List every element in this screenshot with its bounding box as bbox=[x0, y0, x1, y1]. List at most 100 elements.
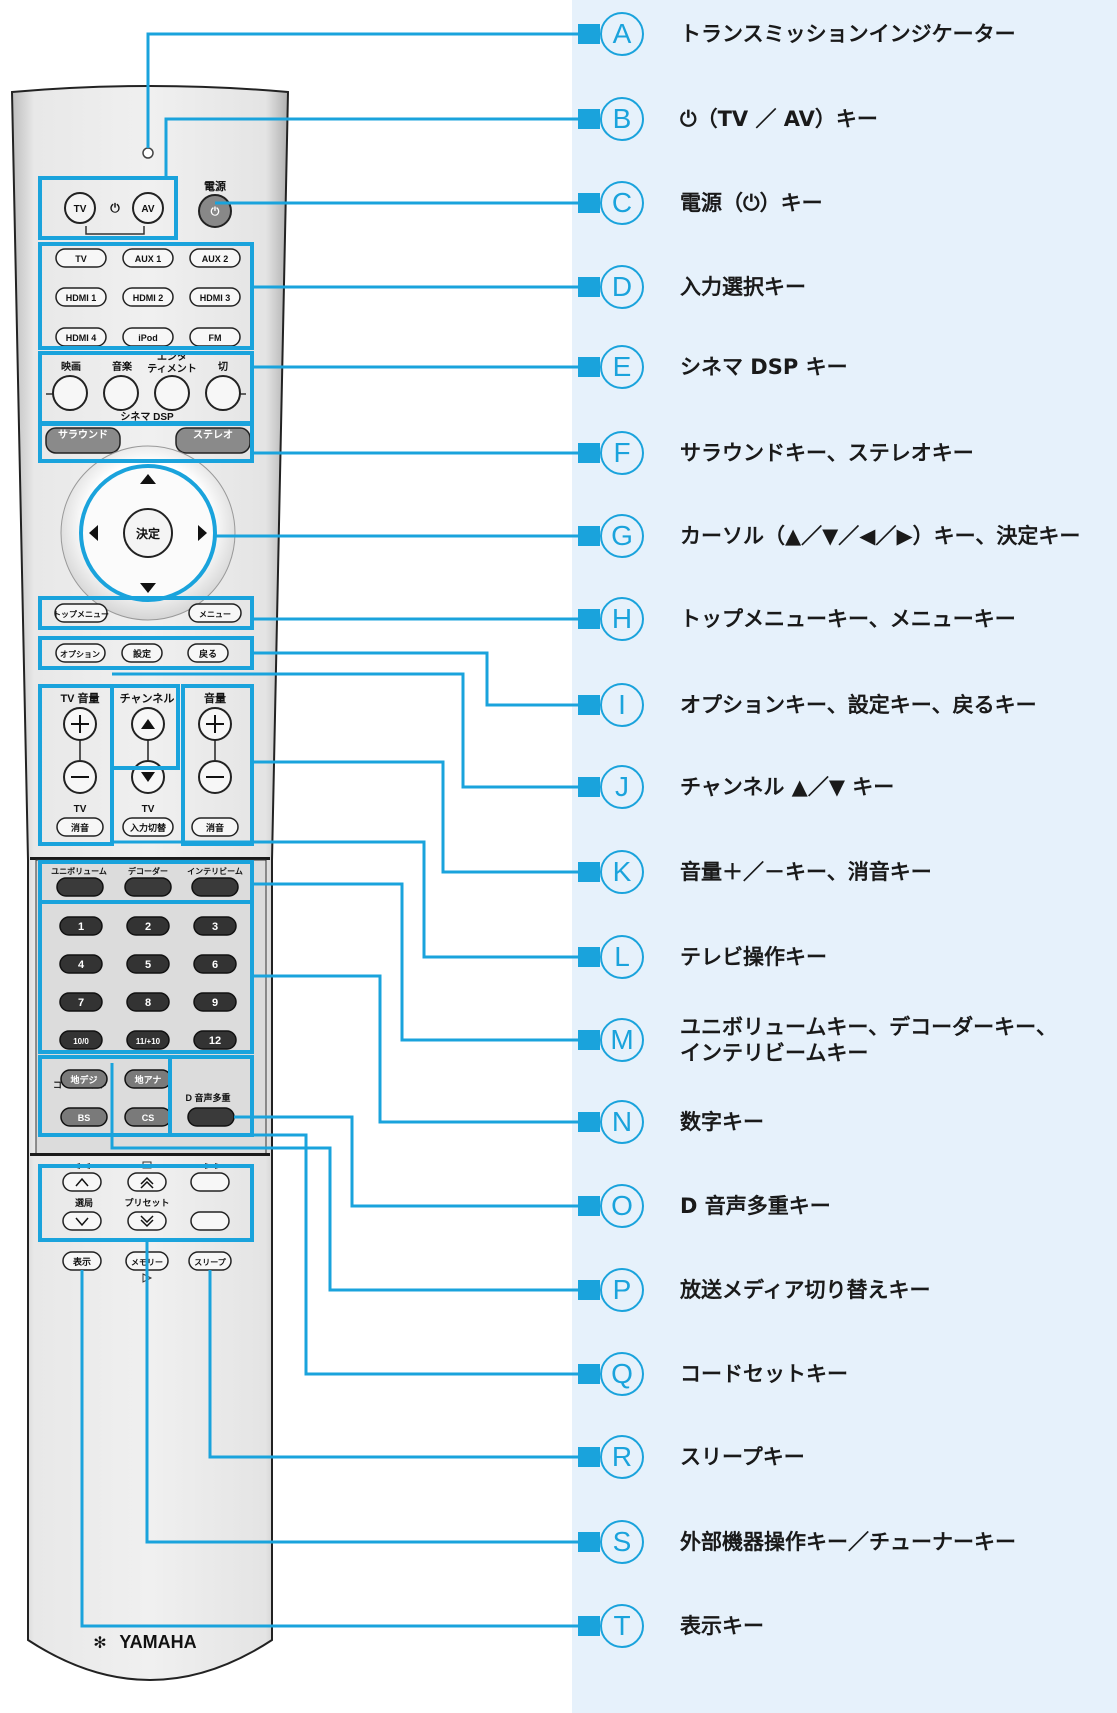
station-down-key[interactable] bbox=[62, 1211, 102, 1231]
number-key[interactable]: 3 bbox=[193, 916, 237, 936]
svg-text:AUX 1: AUX 1 bbox=[135, 254, 162, 264]
tv-volume-up-key[interactable] bbox=[63, 707, 97, 741]
power-key[interactable]: ⏻ bbox=[198, 194, 232, 228]
input-key[interactable]: AUX 2 bbox=[189, 248, 241, 268]
legend-text: サラウンドキー、ステレオキー bbox=[680, 441, 974, 465]
legend-letter: F bbox=[600, 431, 644, 475]
channel-label: チャンネル bbox=[120, 692, 175, 705]
number-key[interactable]: 6 bbox=[193, 954, 237, 974]
cs-key[interactable]: CS bbox=[124, 1107, 172, 1127]
svg-text:8: 8 bbox=[145, 997, 151, 1009]
station-up-key[interactable] bbox=[62, 1172, 102, 1192]
legend-text: D 音声多重キー bbox=[680, 1194, 831, 1218]
setup-key[interactable]: 設定 bbox=[121, 643, 163, 663]
channel-down-key[interactable] bbox=[131, 760, 165, 794]
intellibeam-key[interactable] bbox=[191, 877, 239, 897]
svg-text:BS: BS bbox=[78, 1113, 91, 1123]
volume-label: 音量 bbox=[204, 691, 226, 705]
legend-letter: G bbox=[600, 514, 644, 558]
univolume-key[interactable] bbox=[56, 877, 104, 897]
input-key[interactable]: HDMI 1 bbox=[55, 287, 107, 307]
option-key[interactable]: オプション bbox=[55, 643, 106, 663]
legend-letter: O bbox=[600, 1184, 644, 1228]
svg-text:1: 1 bbox=[78, 921, 84, 933]
input-key[interactable]: AUX 1 bbox=[122, 248, 174, 268]
legend-marker bbox=[578, 443, 600, 463]
preset-up-key[interactable] bbox=[127, 1172, 167, 1192]
enter-key[interactable]: 決定 bbox=[123, 508, 173, 558]
number-key[interactable]: 10/0 bbox=[59, 1030, 103, 1050]
legend-text: オプションキー、設定キー、戻るキー bbox=[680, 693, 1037, 717]
tv-power-key[interactable]: TV bbox=[64, 192, 96, 224]
number-key[interactable]: 7 bbox=[59, 992, 103, 1012]
svg-text:7: 7 bbox=[78, 997, 84, 1009]
cinema-off-key[interactable] bbox=[205, 375, 241, 411]
legend-letter: L bbox=[600, 935, 644, 979]
analog-terrestrial-key[interactable]: 地アナ bbox=[124, 1069, 172, 1089]
svg-text:メニュー: メニュー bbox=[199, 610, 231, 619]
number-key[interactable]: 5 bbox=[126, 954, 170, 974]
skip-key[interactable] bbox=[190, 1211, 230, 1231]
entertainment-key[interactable] bbox=[154, 375, 190, 411]
top-menu-key[interactable]: トップメニュー bbox=[53, 603, 109, 623]
yamaha-logo-icon: ✻ bbox=[93, 1635, 106, 1652]
svg-text:入力切替: 入力切替 bbox=[129, 822, 167, 833]
number-key[interactable]: 2 bbox=[126, 916, 170, 936]
legend-letter: M bbox=[600, 1018, 644, 1062]
preset-down-key[interactable] bbox=[127, 1211, 167, 1231]
movie-key[interactable] bbox=[52, 375, 88, 411]
input-key[interactable]: FM bbox=[189, 327, 241, 347]
input-key[interactable]: iPod bbox=[122, 327, 174, 347]
cursor-down-key[interactable] bbox=[140, 583, 156, 593]
tv-input-switch-key[interactable]: 入力切替 bbox=[122, 817, 174, 837]
svg-text:TV: TV bbox=[75, 254, 87, 264]
number-key[interactable]: 9 bbox=[193, 992, 237, 1012]
play-key[interactable] bbox=[190, 1172, 230, 1192]
input-keys-group: TV AUX 1 AUX 2 HDMI 1 HDMI 2 HDMI 3 HDMI 4 iPod… bbox=[55, 248, 241, 347]
volume-up-key[interactable] bbox=[198, 707, 232, 741]
stereo-key[interactable]: ステレオ bbox=[175, 427, 251, 454]
input-key[interactable]: HDMI 3 bbox=[189, 287, 241, 307]
legend-text: チャンネル ▲／▼ キー bbox=[680, 775, 895, 799]
av-power-key[interactable]: AV bbox=[132, 192, 164, 224]
d-multiplex-key[interactable] bbox=[187, 1107, 235, 1127]
sleep-key[interactable]: スリープ bbox=[188, 1251, 232, 1271]
menu-key[interactable]: メニュー bbox=[188, 603, 242, 623]
svg-text:10/0: 10/0 bbox=[73, 1037, 89, 1046]
cursor-up-key[interactable] bbox=[140, 474, 156, 484]
svg-text:HDMI 4: HDMI 4 bbox=[66, 333, 97, 343]
legend-letter: E bbox=[600, 345, 644, 389]
channel-up-key[interactable] bbox=[131, 707, 165, 741]
svg-text:⏻: ⏻ bbox=[211, 205, 220, 218]
number-key[interactable]: 1 bbox=[59, 916, 103, 936]
number-key[interactable]: 12 bbox=[193, 1030, 237, 1050]
number-key[interactable]: 8 bbox=[126, 992, 170, 1012]
display-key[interactable]: 表示 bbox=[62, 1251, 102, 1271]
lower-panel-separator bbox=[30, 857, 270, 860]
legend-letter: H bbox=[600, 597, 644, 641]
power-label: 電源 bbox=[204, 179, 226, 193]
legend-marker bbox=[578, 109, 600, 129]
cursor-left-key[interactable] bbox=[89, 525, 98, 541]
tv-mute-key[interactable]: 消音 bbox=[56, 817, 104, 837]
svg-text:ステレオ: ステレオ bbox=[193, 429, 233, 441]
number-key[interactable]: 4 bbox=[59, 954, 103, 974]
digital-terrestrial-key[interactable]: 地デジ bbox=[60, 1069, 108, 1089]
legend-letter: R bbox=[600, 1435, 644, 1479]
input-key[interactable]: TV bbox=[55, 248, 107, 268]
music-key[interactable] bbox=[103, 375, 139, 411]
mute-key[interactable]: 消音 bbox=[191, 817, 239, 837]
input-key[interactable]: HDMI 2 bbox=[122, 287, 174, 307]
surround-key[interactable]: サラウンド bbox=[45, 427, 121, 454]
cursor-right-key[interactable] bbox=[198, 525, 207, 541]
bs-key[interactable]: BS bbox=[60, 1107, 108, 1127]
return-key[interactable]: 戻る bbox=[187, 643, 229, 663]
legend-text: カーソル（▲／▼／◀／▶）キー、決定キー bbox=[680, 524, 1081, 548]
number-key[interactable]: 11/+10 bbox=[126, 1030, 170, 1050]
legend-panel bbox=[572, 0, 1117, 1713]
input-key[interactable]: HDMI 4 bbox=[55, 327, 107, 347]
decoder-key[interactable] bbox=[124, 877, 172, 897]
tv-volume-down-key[interactable] bbox=[63, 760, 97, 794]
volume-down-key[interactable] bbox=[198, 760, 232, 794]
legend-letter: P bbox=[600, 1268, 644, 1312]
